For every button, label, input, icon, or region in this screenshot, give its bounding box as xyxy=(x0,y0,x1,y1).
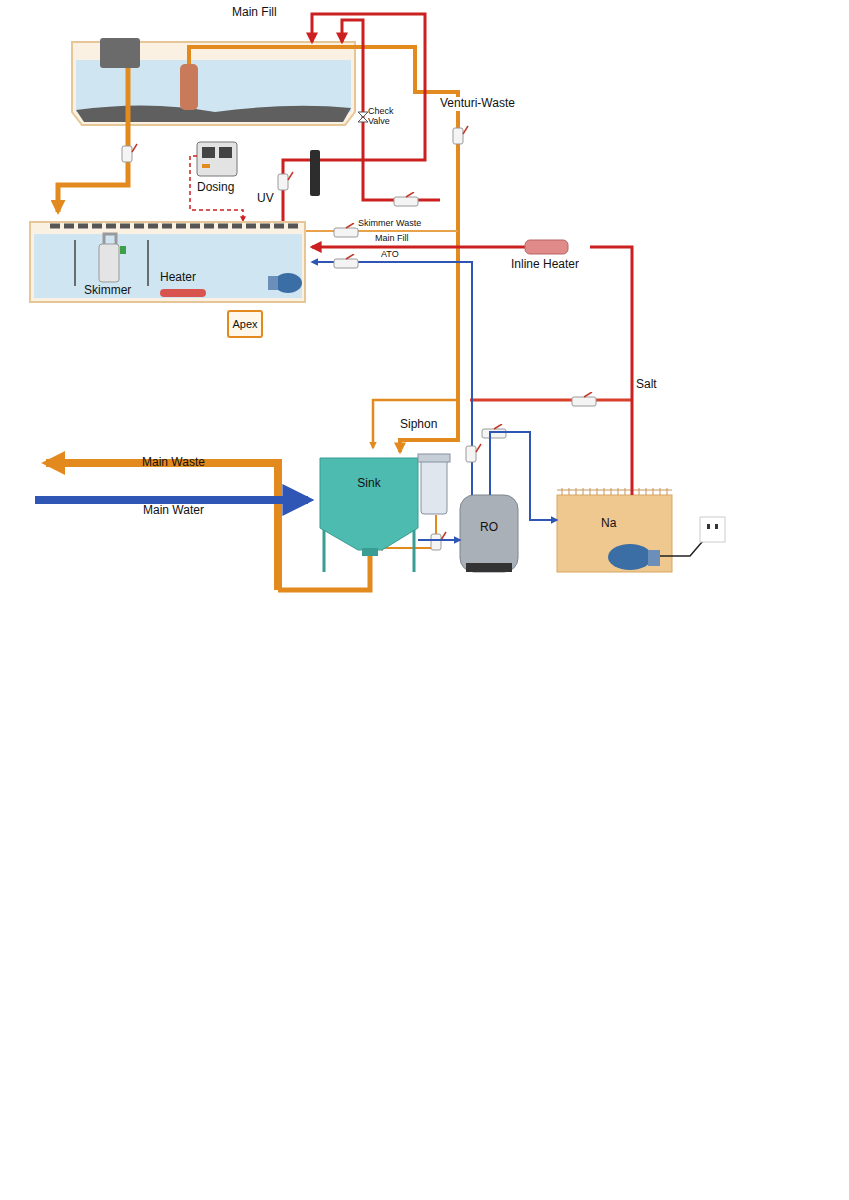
pipe-label: Salt xyxy=(634,378,659,392)
ro-vessel: RO xyxy=(460,495,518,572)
device-label: UV xyxy=(257,192,274,206)
node-label: Skimmer xyxy=(84,284,131,298)
dosing-pump: Dosing xyxy=(195,139,239,195)
sink-tank: Sink xyxy=(320,455,418,551)
main-waste-label: Main Waste xyxy=(142,456,205,470)
pipe-label: Main Fill xyxy=(232,6,277,20)
pipe-connector xyxy=(490,432,557,520)
node-label: Inline Heater xyxy=(511,258,579,272)
node-label: RO xyxy=(460,521,518,535)
check-valve-label: Check Valve xyxy=(368,106,398,127)
pipe-label: Venturi-Waste xyxy=(438,97,517,111)
inline-heater: Inline Heater xyxy=(508,234,590,274)
pipe-label: Siphon xyxy=(398,418,439,432)
node-label: Heater xyxy=(160,271,196,285)
controller-box: Apex xyxy=(227,310,263,338)
pipe-connector xyxy=(418,539,460,541)
pipe-label: Main Fill xyxy=(373,233,411,243)
sump-heater: Heater xyxy=(156,270,210,300)
protein-skimmer: Skimmer xyxy=(82,236,136,300)
node-label: Dosing xyxy=(197,181,234,195)
node-label: Apex xyxy=(229,318,261,331)
main-water-label: Main Water xyxy=(143,504,204,518)
node-label: Na xyxy=(601,517,616,531)
salt-mixing-tank: Na xyxy=(557,495,672,572)
pipe-connector xyxy=(590,247,632,495)
pipe-label: Skimmer Waste xyxy=(356,218,423,228)
pipe-label: ATO xyxy=(379,249,401,259)
node-label: Sink xyxy=(320,477,418,491)
